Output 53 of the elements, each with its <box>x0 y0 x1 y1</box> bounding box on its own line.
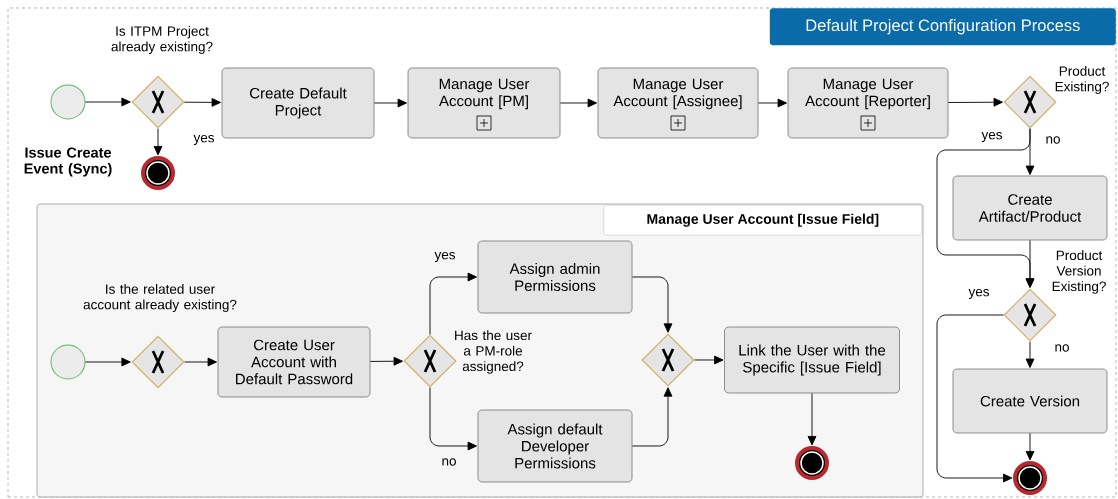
task-box: Link the User with the Specific [Issue Field] <box>724 326 900 394</box>
arrow <box>183 98 221 107</box>
edge-label: yes <box>192 133 216 147</box>
arrow <box>85 357 131 367</box>
arrow <box>631 387 673 447</box>
arrow <box>369 356 403 366</box>
task-box: Create Default Project <box>221 67 375 139</box>
arrow <box>153 128 163 156</box>
arrow <box>757 98 787 108</box>
arrow <box>947 97 1003 107</box>
arrow <box>1025 239 1035 288</box>
arrow <box>184 357 217 367</box>
gateway-diamond <box>403 334 457 388</box>
task-box: Assign admin Permissions <box>477 240 633 314</box>
task-box: Manage User Account [Reporter] <box>787 67 949 139</box>
gateway-label: Product Version Existing? <box>1052 250 1106 294</box>
edge-label: yes <box>433 250 457 264</box>
arrow <box>85 97 131 107</box>
arrow <box>559 98 597 108</box>
event-label: Issue Create Event (Sync) <box>24 147 112 177</box>
task-box: Manage User Account [PM] <box>407 67 561 139</box>
arrow <box>1025 432 1035 461</box>
arrow <box>429 387 477 451</box>
task-box: Assign default Developer Permissions <box>477 409 633 483</box>
start-event <box>50 344 86 380</box>
arrow <box>694 355 724 365</box>
edge-label: no <box>1053 342 1071 354</box>
gateway-label: Has the user a PM-role assigned? <box>455 330 532 374</box>
task-box: Create Artifact/Product <box>952 175 1108 241</box>
arrow <box>373 98 407 108</box>
arrow <box>807 392 817 446</box>
gateway-diamond <box>131 75 185 129</box>
task-box: Create Version <box>952 368 1108 434</box>
start-event <box>50 84 86 120</box>
gateway-label: Is ITPM Project already existing? <box>111 25 213 55</box>
end-event <box>141 156 175 190</box>
arrow <box>631 276 673 333</box>
end-event <box>795 446 829 480</box>
task-box: Create User Account with Default Password <box>217 326 371 398</box>
arrow <box>429 272 477 335</box>
gateway-label: Product Existing? <box>1055 65 1109 95</box>
gateway-diamond <box>641 333 695 387</box>
gateway-diamond <box>131 335 185 389</box>
end-event <box>1013 461 1047 495</box>
arrow <box>936 314 1013 483</box>
gateway-diamond <box>1003 75 1057 129</box>
edge-label: no <box>1044 134 1062 146</box>
edge-label: no <box>440 456 458 468</box>
gateway-label: Is the related user account already existing? <box>83 283 237 313</box>
task-box: Manage User Account [Assignee] <box>597 67 759 139</box>
edge-label: yes <box>980 130 1004 144</box>
edge-label: yes <box>967 287 991 301</box>
arrow <box>1025 341 1035 368</box>
